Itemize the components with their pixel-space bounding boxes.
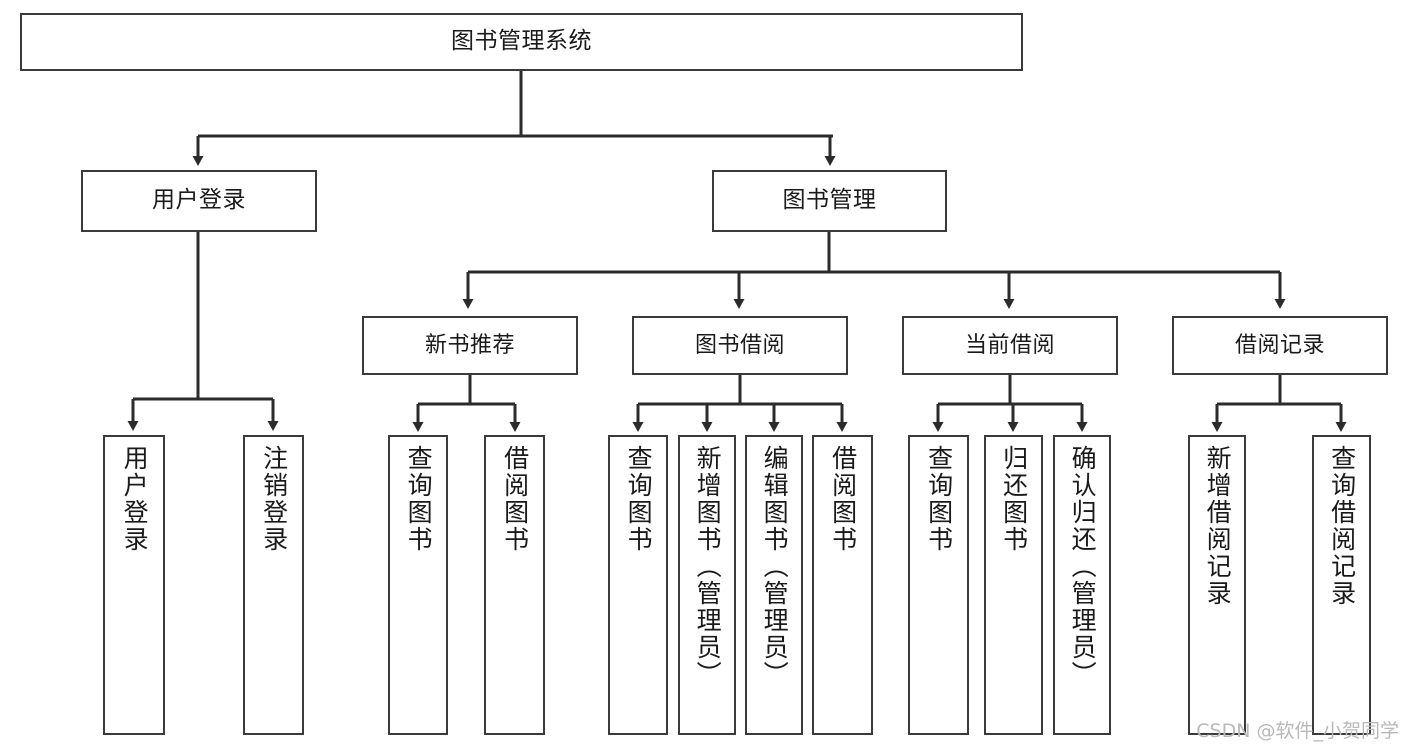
node-level3-book-borrow-label: 图书借阅 xyxy=(694,332,785,358)
node-leaf-label: 查询图书 xyxy=(404,445,434,553)
node-leaf-edit-book-admin[interactable]: 编辑图书（管理员） xyxy=(745,435,803,735)
node-leaf-confirm-return-admin[interactable]: 确认归还（管理员） xyxy=(1053,435,1111,735)
node-root[interactable]: 图书管理系统 xyxy=(20,13,1023,71)
node-level3-current-borrow-label: 当前借阅 xyxy=(964,332,1055,358)
node-leaf-logout[interactable]: 注销登录 xyxy=(243,435,304,735)
node-leaf-label: 借阅图书 xyxy=(500,445,530,553)
node-level3-book-borrow[interactable]: 图书借阅 xyxy=(632,316,848,375)
node-level3-borrow-record-label: 借阅记录 xyxy=(1234,332,1325,358)
node-leaf-return-book[interactable]: 归还图书 xyxy=(984,435,1043,735)
node-level2-book-management[interactable]: 图书管理 xyxy=(712,170,947,232)
node-leaf-add-borrow-record[interactable]: 新增借阅记录 xyxy=(1188,435,1246,735)
node-level2-user-login-label: 用户登录 xyxy=(152,187,246,214)
node-leaf-label: 查询借阅记录 xyxy=(1327,445,1357,607)
node-level3-borrow-record[interactable]: 借阅记录 xyxy=(1172,316,1388,375)
node-level3-new-book-recommend[interactable]: 新书推荐 xyxy=(362,316,578,375)
node-leaf-query-book-current[interactable]: 查询图书 xyxy=(908,435,969,735)
node-leaf-label: 借阅图书 xyxy=(828,445,858,553)
csdn-watermark: CSDN @软件_小贺同学 xyxy=(1196,720,1399,742)
node-leaf-query-book-borrow[interactable]: 查询图书 xyxy=(608,435,668,735)
node-leaf-label: 新增图书（管理员） xyxy=(693,445,723,688)
node-leaf-label: 注销登录 xyxy=(259,445,289,553)
node-root-label: 图书管理系统 xyxy=(451,28,592,55)
node-leaf-label: 归还图书 xyxy=(999,445,1029,553)
node-leaf-borrow-book-recommend[interactable]: 借阅图书 xyxy=(484,435,545,735)
node-leaf-add-book-admin[interactable]: 新增图书（管理员） xyxy=(678,435,736,735)
node-leaf-label: 用户登录 xyxy=(120,445,150,553)
node-leaf-label: 确认归还（管理员） xyxy=(1068,445,1098,688)
node-leaf-query-book-recommend[interactable]: 查询图书 xyxy=(388,435,448,735)
node-level3-new-book-recommend-label: 新书推荐 xyxy=(424,332,515,358)
node-leaf-label: 查询图书 xyxy=(924,445,954,553)
node-leaf-label: 编辑图书（管理员） xyxy=(760,445,790,688)
node-level3-current-borrow[interactable]: 当前借阅 xyxy=(902,316,1118,375)
node-level2-user-login[interactable]: 用户登录 xyxy=(81,170,317,232)
node-leaf-label: 新增借阅记录 xyxy=(1203,445,1233,607)
node-level2-book-management-label: 图书管理 xyxy=(782,187,877,214)
node-leaf-label: 查询图书 xyxy=(624,445,654,553)
node-leaf-query-borrow-record[interactable]: 查询借阅记录 xyxy=(1312,435,1371,735)
node-leaf-user-login[interactable]: 用户登录 xyxy=(103,435,165,735)
node-leaf-borrow-book[interactable]: 借阅图书 xyxy=(812,435,873,735)
